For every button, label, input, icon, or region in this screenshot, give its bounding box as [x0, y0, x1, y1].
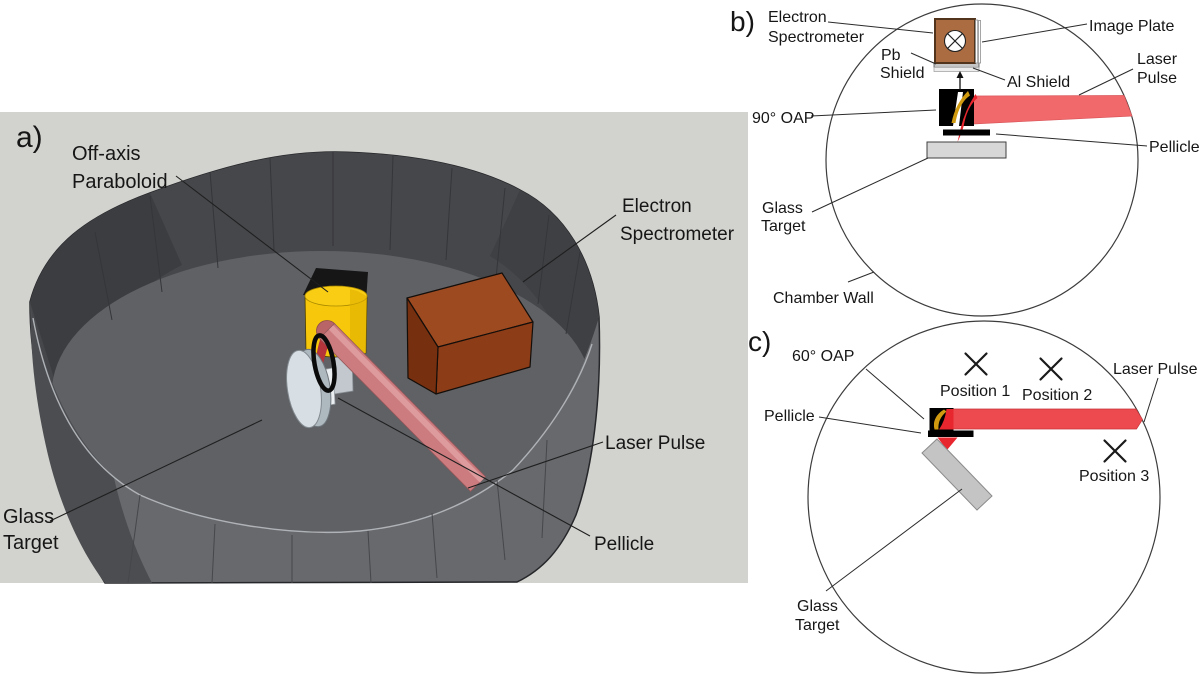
leader-off-axis-paraboloid — [175, 175, 329, 293]
label-laser-pulse-a: Laser Pulse — [605, 433, 705, 454]
laser-beam-c — [952, 408, 1143, 430]
leader-glass-target — [49, 419, 263, 522]
leader-glass-target-c — [825, 488, 963, 592]
label-chamber-wall: Chamber Wall — [773, 290, 874, 307]
front-facet-lines — [127, 439, 548, 584]
label-electron-spectrometer-line1: Electron — [622, 196, 692, 217]
glass-target-disc — [286, 348, 332, 429]
label-electron-spectrometer-b2: Spectrometer — [768, 29, 865, 46]
al-shield-strip — [933, 66, 980, 72]
label-position-2: Position 2 — [1022, 387, 1092, 404]
leader-pellicle — [337, 397, 591, 537]
label-off-axis-paraboloid-line1: Off-axis — [72, 143, 141, 165]
label-glass-target-b2: Target — [761, 218, 806, 235]
leader-pb-shield — [910, 52, 937, 65]
pellicle-bar-c — [928, 430, 974, 437]
image-plate-b — [975, 19, 982, 64]
label-pellicle-a: Pellicle — [594, 534, 654, 555]
label-oap-c: 60° OAP — [792, 348, 854, 365]
panel-b-leader-lines — [810, 21, 1148, 283]
label-glass-target-line1: Glass — [3, 506, 54, 528]
leader-glass-target-b — [811, 157, 929, 213]
field-into-page-icon — [943, 29, 967, 53]
label-laser-pulse-b2: Pulse — [1137, 70, 1177, 87]
panel-b-schematic: b) Electron Spectrometer Pb Shield Al Sh… — [730, 3, 1200, 317]
leader-oap-b — [810, 109, 937, 117]
label-oap-b: 90° OAP — [752, 110, 814, 127]
leader-laser-pulse — [467, 441, 604, 489]
label-off-axis-paraboloid-line2: Paraboloid — [72, 171, 168, 193]
glass-target-b — [926, 141, 1007, 159]
position-2-x-icon — [1039, 357, 1063, 381]
panel-c-leader-lines — [818, 368, 1159, 592]
oap-cylinder-shade — [350, 289, 367, 357]
panel-a-tag: a) — [16, 121, 43, 154]
panel-a-leader-lines — [49, 175, 617, 537]
label-position-1: Position 1 — [940, 383, 1010, 400]
chamber-wall-circle-b — [825, 3, 1139, 317]
oap-gold-surface-b — [951, 91, 970, 123]
leader-laser-pulse-c — [1143, 377, 1159, 423]
leader-laser-pulse-b — [1078, 68, 1134, 96]
label-pb-shield-2: Shield — [880, 65, 924, 82]
leader-oap-c — [865, 368, 925, 420]
panel-a-3d-view: a) Off-axis Paraboloid Electron Spectrom… — [0, 112, 748, 584]
label-laser-pulse-b1: Laser — [1137, 51, 1178, 68]
label-glass-target-b1: Glass — [762, 200, 803, 217]
interior-facet-lines — [94, 152, 581, 335]
leader-image-plate — [981, 23, 1088, 43]
label-pellicle-c: Pellicle — [764, 408, 815, 425]
label-electron-spectrometer-line2: Spectrometer — [620, 224, 735, 245]
focused-pulse-c — [939, 409, 954, 430]
leader-pellicle-c — [818, 416, 922, 434]
position-1-x-icon — [964, 352, 988, 376]
electron-up-arrow-icon — [956, 71, 964, 90]
label-image-plate: Image Plate — [1089, 18, 1174, 35]
label-pellicle-b: Pellicle — [1149, 139, 1200, 156]
label-electron-spectrometer-b1: Electron — [768, 9, 827, 26]
position-3-x-icon — [1103, 439, 1127, 463]
label-pb-shield-1: Pb — [881, 47, 901, 64]
label-position-3: Position 3 — [1079, 468, 1149, 485]
leader-chamber-wall — [847, 271, 875, 283]
label-glass-target-line2: Target — [3, 532, 59, 554]
oap-gold-surface-c — [933, 409, 947, 430]
label-al-shield: Al Shield — [1007, 74, 1070, 91]
pellicle-bar-b — [943, 129, 990, 136]
panel-b-tag: b) — [730, 6, 755, 37]
laser-beam-3d — [318, 323, 487, 492]
focused-pulse-c-tip — [937, 437, 958, 450]
spectrometer-left-face — [406, 297, 439, 395]
electron-spectrometer-box-3d — [406, 272, 534, 395]
leader-electron-spectrometer — [522, 214, 617, 283]
leader-electron-spectrometer-b — [827, 21, 934, 34]
leader-al-shield — [972, 67, 1006, 81]
near-rim-highlight — [32, 317, 593, 533]
panel-c-tag: c) — [748, 326, 771, 357]
pellicle-ring — [311, 333, 337, 393]
leader-pellicle-b — [995, 133, 1148, 147]
label-glass-target-c1: Glass — [797, 598, 838, 615]
panel-c-schematic: c) 60° OAP Pellicle Laser Pulse Position… — [748, 320, 1198, 674]
glass-target-c — [921, 438, 993, 511]
label-laser-pulse-c: Laser Pulse — [1113, 361, 1198, 378]
label-glass-target-c2: Target — [795, 617, 840, 634]
